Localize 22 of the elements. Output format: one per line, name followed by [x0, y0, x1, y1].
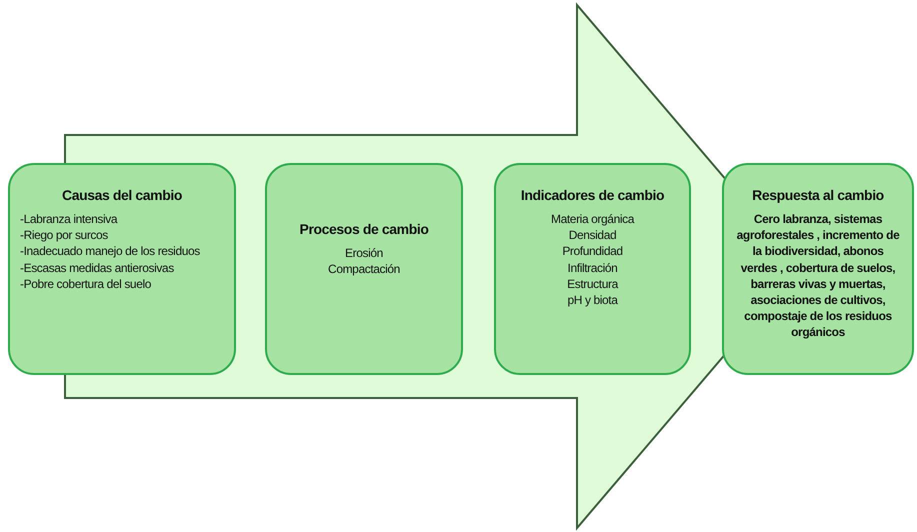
list-item: -Inadecuado manejo de los residuos [20, 243, 200, 260]
box-text: Cero labranza, sistemas agroforestales , incremento de la biodiversidad, abonos verdes , cobertura de suelos, barreras vivas y muertas, asociaciones de cultivos, compostaje de los residuos orgánicos [736, 211, 900, 341]
list-item: pH y biota [567, 292, 618, 308]
rounded-box [494, 163, 691, 375]
box-heading: Indicadores de cambio [520, 187, 664, 204]
list-item: Densidad [568, 227, 616, 244]
list-item: Estructura [567, 276, 618, 292]
rounded-box [722, 163, 914, 375]
list-item: -Riego por surcos [20, 227, 108, 244]
list-item: Materia orgánica [551, 211, 634, 228]
list-item: Erosión [345, 244, 383, 262]
box-heading: Respuesta al cambio [752, 187, 884, 204]
box-heading: Causas del cambio [62, 187, 182, 204]
rounded-box [265, 163, 463, 375]
list-item: -Pobre cobertura del suelo [20, 276, 152, 292]
list-item: Infiltración [568, 260, 618, 276]
list-item: Compactación [328, 261, 400, 278]
box-heading: Procesos de cambio [300, 220, 428, 237]
rounded-box [8, 163, 236, 375]
list-item: -Labranza intensiva [20, 211, 118, 228]
list-item: -Escasas medidas antierosivas [20, 260, 174, 276]
list-item: Profundidad [562, 243, 623, 260]
